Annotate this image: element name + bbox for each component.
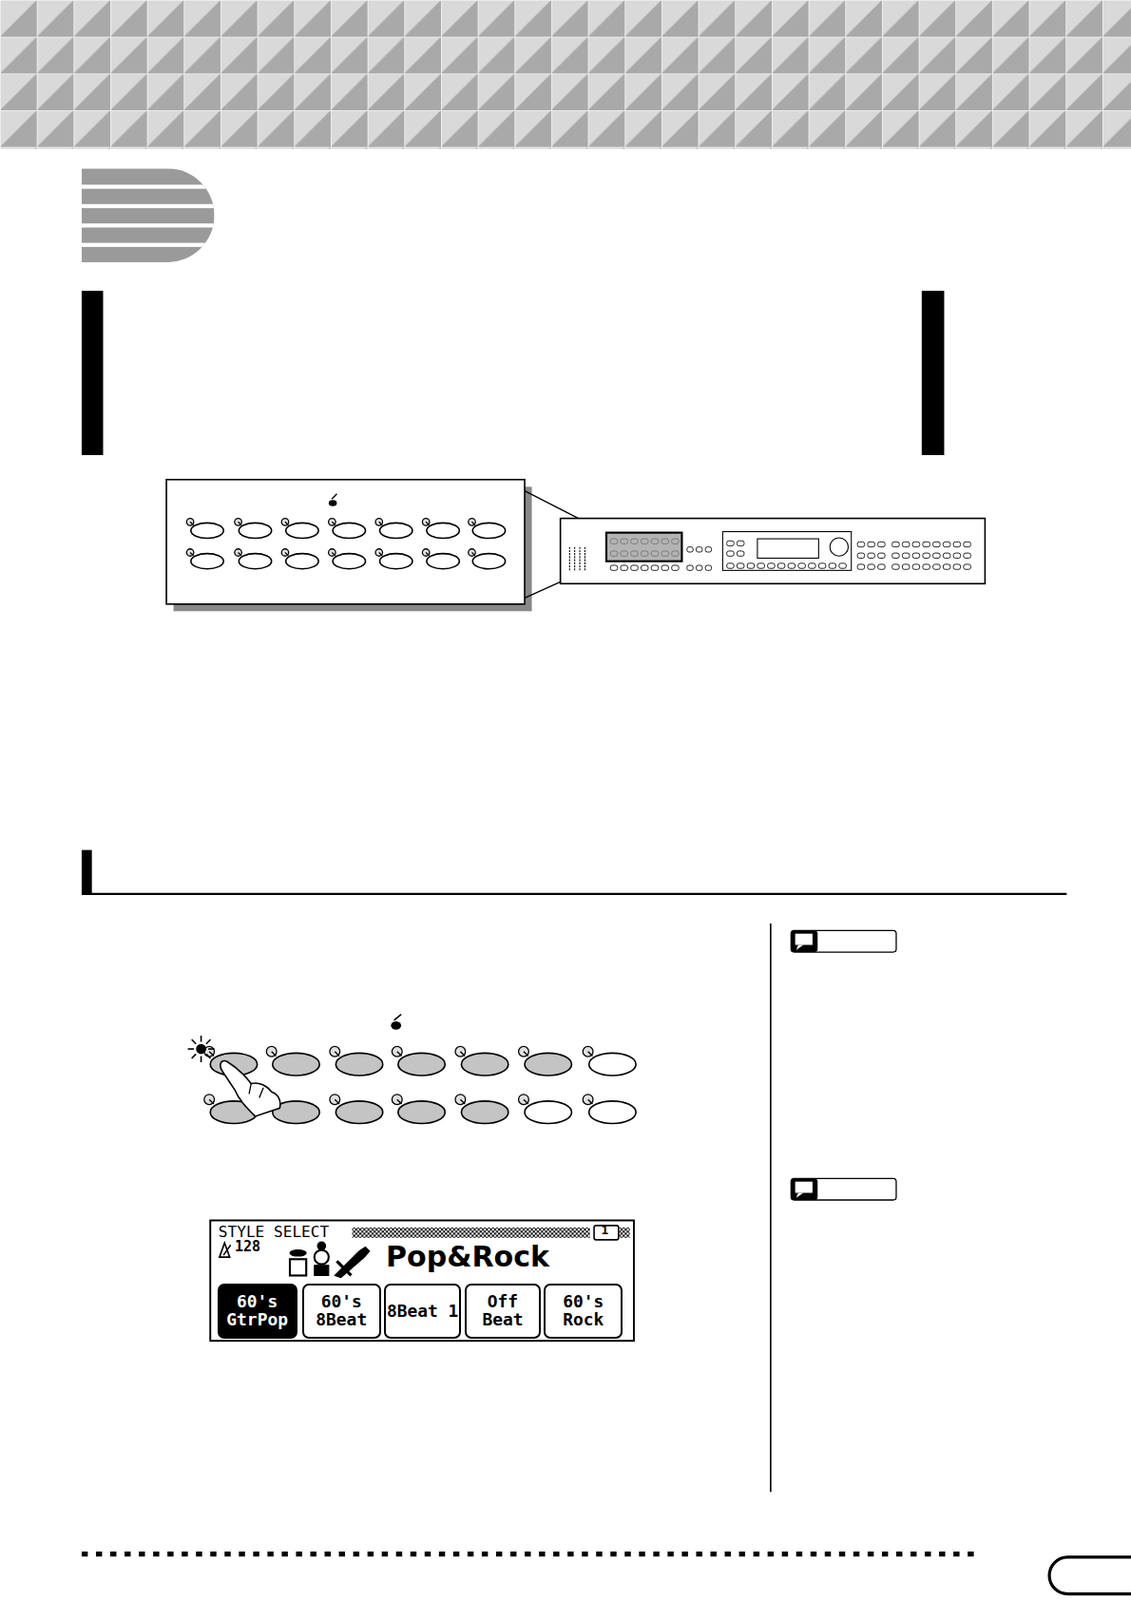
panel-button (281, 549, 319, 570)
style-tab: 60's GtrPop (217, 1284, 298, 1340)
category-name: Pop&Rock (385, 1243, 550, 1272)
section-rule (81, 893, 1067, 896)
panel-button (186, 549, 224, 570)
panel-button (391, 1046, 445, 1076)
panel-button (375, 518, 413, 539)
panel-illustration (560, 518, 986, 585)
frame-bar (81, 290, 104, 456)
pressing-hand (220, 1061, 281, 1117)
panel-button (518, 1046, 573, 1076)
panel-button (281, 518, 319, 539)
panel-button (455, 1046, 509, 1076)
panel-button (234, 549, 272, 570)
page-number-oval (1049, 1557, 1131, 1595)
panel-button (421, 518, 460, 539)
style-tab: 60's Rock (543, 1284, 623, 1340)
panel-highlight (606, 533, 682, 562)
frame-bar (921, 290, 945, 456)
style-tab: 60's 8Beat (302, 1284, 382, 1340)
panel-button (328, 549, 366, 570)
panel-controls (569, 532, 971, 573)
panel-button (468, 549, 506, 570)
drum-icon (328, 494, 338, 507)
section-bar (81, 850, 93, 895)
screen-title: STYLE SELECT (218, 1223, 329, 1242)
header-band (0, 0, 1131, 150)
callout-box (166, 479, 525, 605)
panel-button (518, 1094, 573, 1125)
style-tab: 8Beat 1 (383, 1284, 462, 1340)
lcd-bar (352, 1227, 591, 1239)
style-buttons (204, 1046, 636, 1124)
tab-label: Off Beat (466, 1293, 540, 1330)
tab-label: 60's Rock (545, 1293, 621, 1330)
style-buttons (186, 518, 505, 570)
page-indicator: 1 (601, 1225, 610, 1238)
footer-dots (81, 1552, 976, 1557)
tab-label: 60's 8Beat (304, 1293, 380, 1330)
panel-button (391, 1094, 445, 1125)
panel-button (582, 1046, 636, 1076)
panel-button (375, 549, 413, 570)
column-rule (769, 923, 772, 1493)
panel-button (582, 1094, 636, 1125)
tab-label: 8Beat 1 (385, 1303, 460, 1322)
lit-indicator (188, 1035, 215, 1063)
lcd-frame (210, 1220, 634, 1342)
panel-button (266, 1046, 320, 1076)
panel-button (328, 518, 366, 539)
note-icon (790, 1178, 897, 1201)
drum-icon (390, 1015, 402, 1031)
tempo-value: 128 (234, 1240, 261, 1255)
band-icon (289, 1242, 370, 1279)
note-icon (790, 930, 897, 953)
chapter-tab (81, 168, 225, 263)
panel-button (468, 518, 506, 539)
panel-button (455, 1094, 509, 1125)
style-tab: Off Beat (464, 1284, 542, 1340)
metronome-icon (219, 1243, 231, 1258)
panel-button (329, 1094, 384, 1125)
tab-label: 60's GtrPop (219, 1293, 296, 1330)
lcd-display: 60's GtrPop60's 8Beat 8Beat 1 Off Beat60's… (210, 1221, 634, 1342)
lcd-bar (619, 1227, 631, 1239)
panel-button (329, 1046, 384, 1076)
panel-button (186, 518, 224, 539)
panel-button (234, 518, 272, 539)
panel-button (421, 549, 460, 570)
